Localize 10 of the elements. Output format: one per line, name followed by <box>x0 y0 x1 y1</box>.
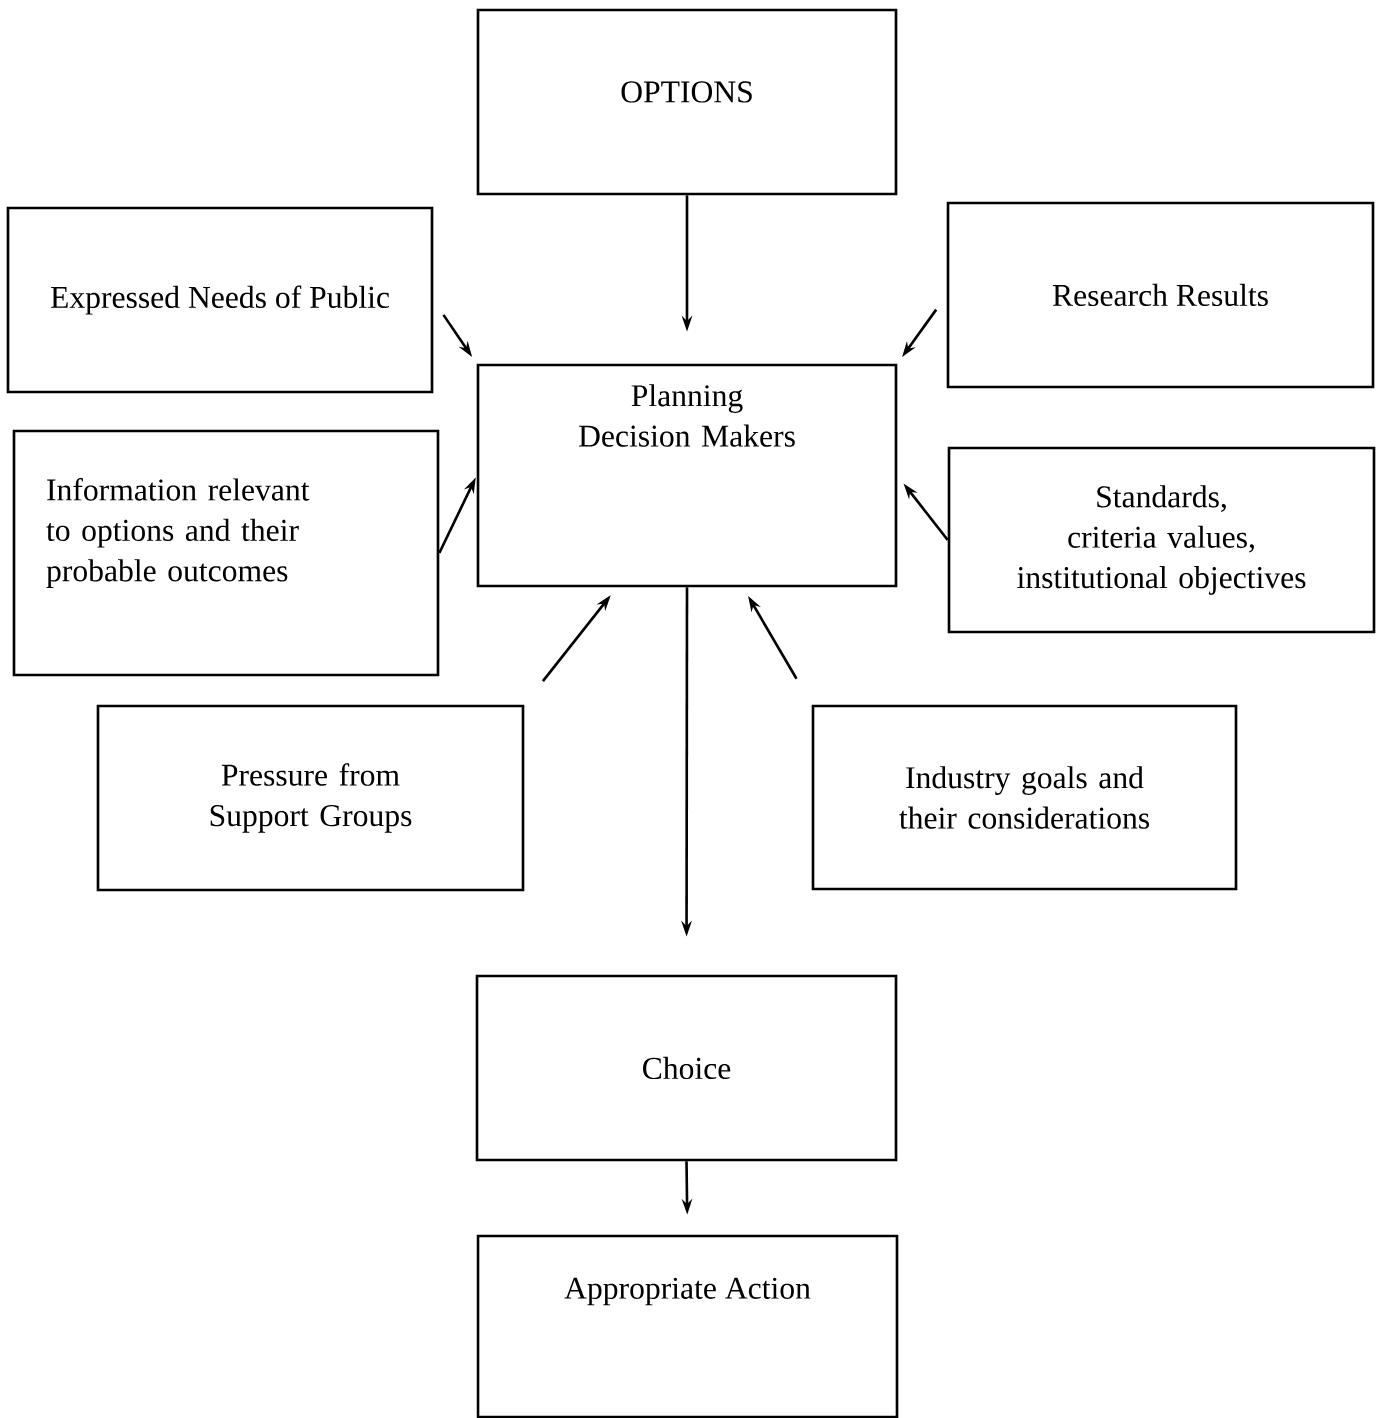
process-box: Expressed Needs of Public <box>6 206 434 394</box>
process-box: Information relevant to options and their probable outcomes <box>12 429 440 677</box>
process-box: Standards, criteria values, institutional objectives <box>947 446 1376 634</box>
process-box: OPTIONS <box>476 8 898 196</box>
process-box: Choice <box>475 974 898 1162</box>
process-box: Planning Decision Makers <box>476 363 898 588</box>
process-box: Pressure from Support Groups <box>96 704 525 892</box>
process-box: Industry goals and their considerations <box>811 704 1238 891</box>
process-box: Research Results <box>946 201 1375 389</box>
process-box: Appropriate Action <box>476 1234 899 1418</box>
